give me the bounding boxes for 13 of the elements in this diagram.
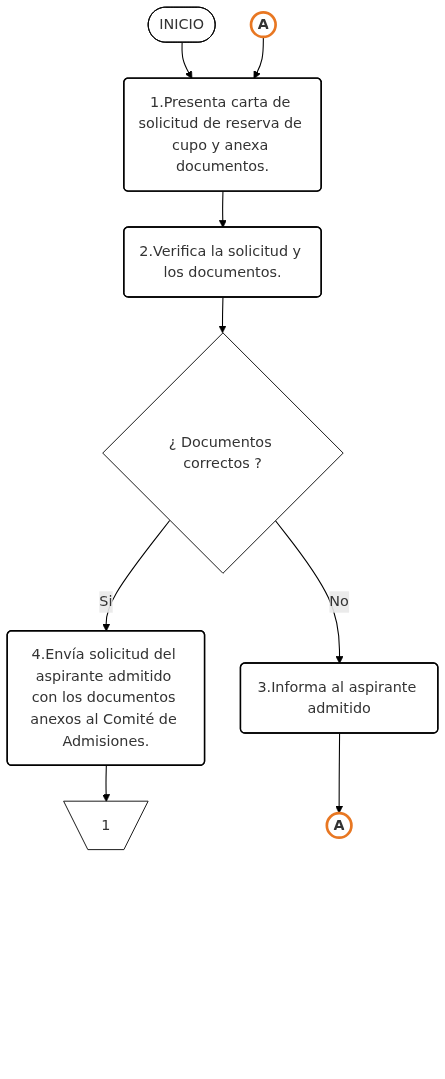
arrow <box>335 732 344 814</box>
arrow <box>181 42 193 79</box>
edge-label: Si <box>99 593 113 611</box>
node-circle: A <box>325 811 353 840</box>
arrow <box>102 765 111 802</box>
arrow <box>218 296 227 334</box>
arrow <box>274 519 344 664</box>
arrow <box>102 519 171 632</box>
edge-label: No <box>329 593 349 611</box>
arrow <box>253 36 264 79</box>
node-diamond: ¿ Documentos correctos ? <box>102 332 344 574</box>
arrow <box>218 191 227 228</box>
node-circle: A <box>249 11 277 39</box>
